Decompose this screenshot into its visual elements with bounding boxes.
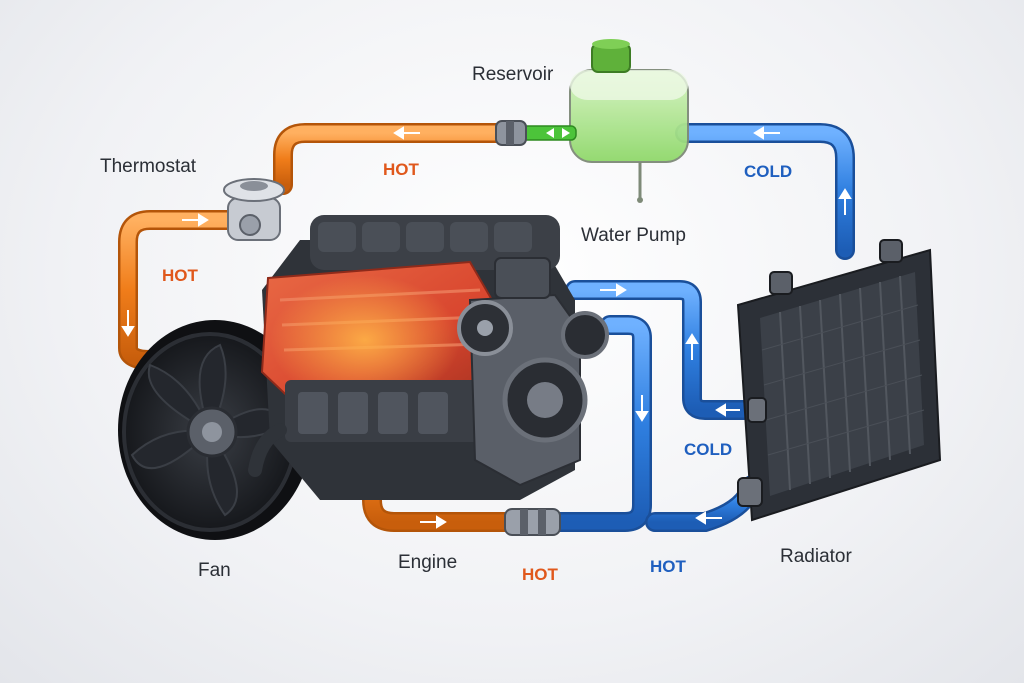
reservoir-label: Reservoir <box>472 64 554 85</box>
flow-label-cold-top: COLD <box>744 162 793 181</box>
water-pump-label: Water Pump <box>581 225 686 246</box>
thermostat <box>223 178 285 241</box>
flow-label-hot-bottom-blue: HOT <box>650 557 686 576</box>
arrow-up-cold-top <box>838 188 852 215</box>
arrow-left-cold-top <box>753 126 780 140</box>
engine <box>248 215 609 500</box>
flow-label-cold-right: COLD <box>684 440 733 459</box>
radiator <box>736 239 942 522</box>
hose-connector-bottom <box>504 508 561 536</box>
arrow-down-left-pipe <box>121 310 135 337</box>
arrow-down-blue <box>635 395 649 422</box>
fan-label: Fan <box>198 560 231 581</box>
reservoir <box>569 39 689 203</box>
pipe-hot-bottom-orange <box>362 410 515 532</box>
pipe-cold-top <box>675 123 855 260</box>
arrow-right-cold <box>600 283 627 297</box>
arrow-right-left-pipe <box>182 213 209 227</box>
flow-label-hot-top: HOT <box>383 160 419 179</box>
arrow-left-top <box>393 126 420 140</box>
flow-label-hot-left: HOT <box>162 266 198 285</box>
arrow-right-bottom-orange <box>420 515 447 529</box>
arrow-up-cold <box>685 333 699 360</box>
flow-arrows <box>121 126 852 529</box>
fan <box>118 320 312 540</box>
pipe-hot-top <box>273 123 515 195</box>
radiator-label: Radiator <box>780 546 852 567</box>
flow-label-hot-bottom-orange: HOT <box>522 565 558 584</box>
engine-label: Engine <box>398 552 458 573</box>
thermostat-label: Thermostat <box>100 156 197 177</box>
hose-connector-top <box>495 120 527 146</box>
arrow-left-bottom-blue <box>695 511 722 525</box>
arrow-left-cold-radiator <box>715 403 740 417</box>
pipe-coolant-link <box>519 125 577 141</box>
